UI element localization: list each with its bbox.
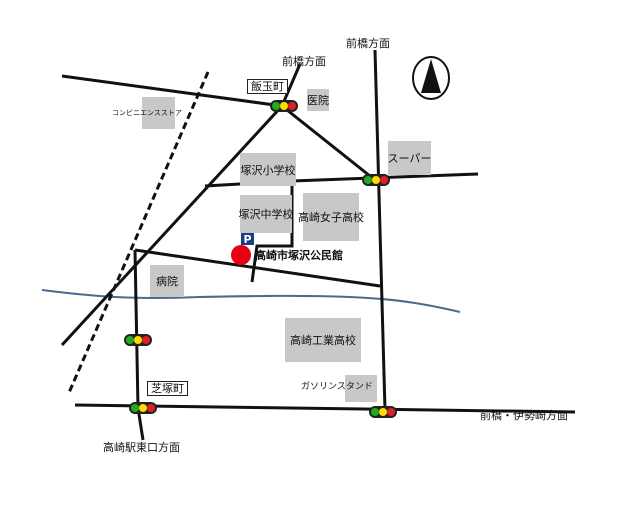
- traffic-signal-icon: [129, 402, 157, 414]
- traffic-signal-icon: [362, 174, 390, 186]
- hospital-label: 病院: [156, 275, 178, 288]
- convenience-store-label: コンビニエンスストア: [112, 109, 182, 117]
- traffic-signal-icon: [270, 100, 298, 112]
- destination-label: 高崎市塚沢公民館: [255, 249, 343, 262]
- river: [41, 289, 461, 313]
- road-iidamachi-to-shibatsuka: [60, 104, 284, 347]
- north-arrow-icon: [412, 56, 450, 100]
- road-iidamachi-to-supermarket: [281, 104, 376, 182]
- elementary-school-label: 塚沢小学校: [240, 163, 296, 177]
- parking-icon: P: [241, 233, 254, 245]
- convenience-store-building: [142, 97, 175, 129]
- tech-high-label: 高崎工業高校: [290, 334, 356, 347]
- girls-high-building: [303, 193, 359, 241]
- elementary-school-building: [240, 153, 296, 186]
- direction-maebashi-1: 前橋方面: [282, 55, 326, 68]
- hospital-building: [150, 265, 184, 297]
- road-school-lane: [250, 181, 294, 283]
- intersection-shibatsuka: 芝塚町: [147, 381, 188, 396]
- intersection-iidamachi: 飯玉町: [247, 79, 288, 94]
- road-bottom-horizontal: [74, 403, 576, 414]
- supermarket-building: [388, 141, 431, 175]
- road-north-from-iidamachi: [280, 63, 302, 107]
- direction-maebashi-isesaki: 前橋・伊勢崎方面: [480, 409, 568, 422]
- road-hall-horizontal: [134, 248, 381, 288]
- direction-maebashi-2: 前橋方面: [346, 37, 390, 50]
- road-west-vertical: [133, 249, 140, 409]
- road-east-main-vertical: [373, 49, 387, 411]
- clinic-building: [307, 89, 329, 111]
- junior-high-label: 塚沢中学校: [238, 208, 294, 221]
- road-top-horizontal: [61, 74, 283, 108]
- clinic-label: 医院: [307, 94, 329, 107]
- gas-station-building: [345, 375, 377, 402]
- junior-high-building: [240, 195, 292, 233]
- direction-takasaki-east: 高崎駅東口方面: [103, 441, 180, 454]
- railway-line: [66, 71, 210, 396]
- tech-high-building: [285, 318, 361, 362]
- supermarket-label: スーパー: [387, 152, 432, 165]
- destination-marker-icon: [231, 245, 251, 265]
- girls-high-label: 高崎女子高校: [298, 211, 364, 224]
- traffic-signal-icon: [124, 334, 152, 346]
- gas-station-label: ガソリンスタンド: [301, 382, 373, 392]
- traffic-signal-icon: [369, 406, 397, 418]
